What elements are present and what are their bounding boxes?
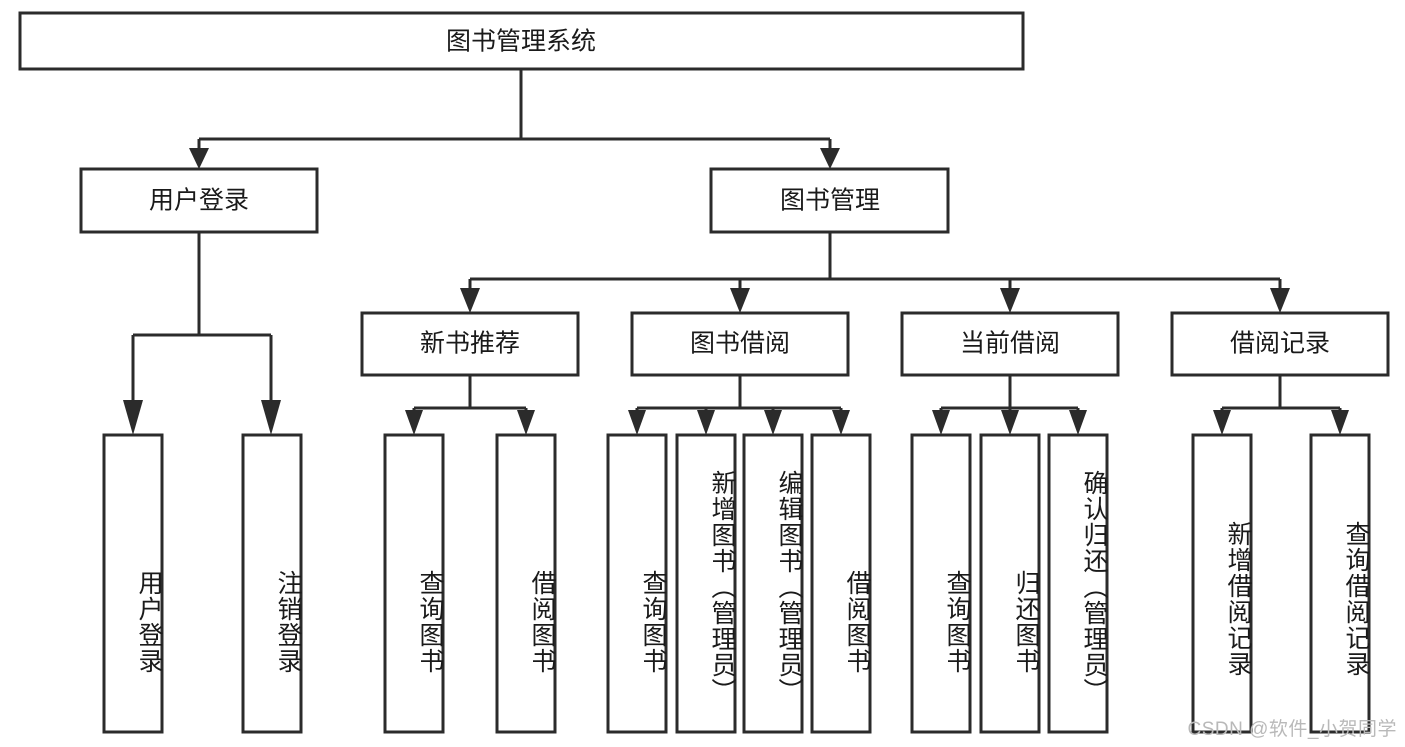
arrow-head-leaf-logout bbox=[261, 400, 281, 435]
arrow-head-leaf-user-login bbox=[123, 400, 143, 435]
node-book-management-label: 图书管理 bbox=[780, 187, 880, 215]
node-user-login-label: 用户登录 bbox=[149, 187, 249, 215]
arrow-head-user-login bbox=[189, 148, 209, 169]
leaf-box-cb-query-book[interactable] bbox=[910, 433, 972, 734]
node-borrow-record-label: 借阅记录 bbox=[1230, 330, 1330, 358]
arrow-head-bb-leaf4 bbox=[832, 410, 850, 435]
leaf-box-cb-return-book[interactable] bbox=[979, 433, 1041, 734]
leaf-box-nb-query-book[interactable] bbox=[383, 433, 445, 734]
arrow-head-bb-leaf3 bbox=[764, 410, 782, 435]
arrow-head-br-leaf2 bbox=[1331, 410, 1349, 435]
node-book-borrow[interactable] bbox=[630, 311, 850, 377]
leaf-box-br-query-record[interactable] bbox=[1309, 433, 1371, 734]
arrow-head-bb-leaf1 bbox=[628, 410, 646, 435]
leaf-box-br-add-record[interactable] bbox=[1191, 433, 1253, 734]
leaf-box-logout[interactable] bbox=[241, 433, 303, 734]
arrow-head-book-mgmt bbox=[820, 148, 840, 169]
node-book-management[interactable] bbox=[709, 167, 950, 234]
arrow-head-nb-leaf1 bbox=[405, 410, 423, 435]
leaf-box-user-login[interactable] bbox=[102, 433, 164, 734]
leaf-box-bb-edit-book[interactable] bbox=[742, 433, 804, 734]
node-root-system-label: 图书管理系统 bbox=[446, 28, 596, 56]
arrow-head-br-leaf1 bbox=[1213, 410, 1231, 435]
leaf-box-bb-add-book[interactable] bbox=[675, 433, 737, 734]
leaf-box-nb-borrow-book[interactable] bbox=[495, 433, 557, 734]
leaf-box-bb-borrow-book[interactable] bbox=[810, 433, 872, 734]
node-current-borrow-label: 当前借阅 bbox=[960, 330, 1060, 358]
arrow-head-book-borrow bbox=[730, 288, 750, 313]
leaf-box-cb-confirm-return[interactable] bbox=[1047, 433, 1109, 734]
node-user-login[interactable] bbox=[79, 167, 319, 234]
leaf-box-bb-query-book[interactable] bbox=[606, 433, 668, 734]
node-book-borrow-label: 图书借阅 bbox=[690, 330, 790, 358]
arrow-head-nb-leaf2 bbox=[517, 410, 535, 435]
arrow-head-cb-leaf3 bbox=[1069, 410, 1087, 435]
node-new-book-recommend[interactable] bbox=[360, 311, 580, 377]
arrow-head-cb-leaf1 bbox=[932, 410, 950, 435]
arrow-head-bb-leaf2 bbox=[697, 410, 715, 435]
node-new-book-recommend-label: 新书推荐 bbox=[420, 330, 520, 358]
arrow-head-cb-leaf2 bbox=[1001, 410, 1019, 435]
arrow-head-new-book bbox=[460, 288, 480, 313]
node-root-system[interactable] bbox=[18, 11, 1025, 71]
arrow-head-current-borrow bbox=[1000, 288, 1020, 313]
node-borrow-record[interactable] bbox=[1170, 311, 1390, 377]
node-current-borrow[interactable] bbox=[900, 311, 1120, 377]
watermark-text: CSDN @软件_小贺同学 bbox=[1187, 719, 1397, 740]
arrow-head-borrow-record bbox=[1270, 288, 1290, 313]
